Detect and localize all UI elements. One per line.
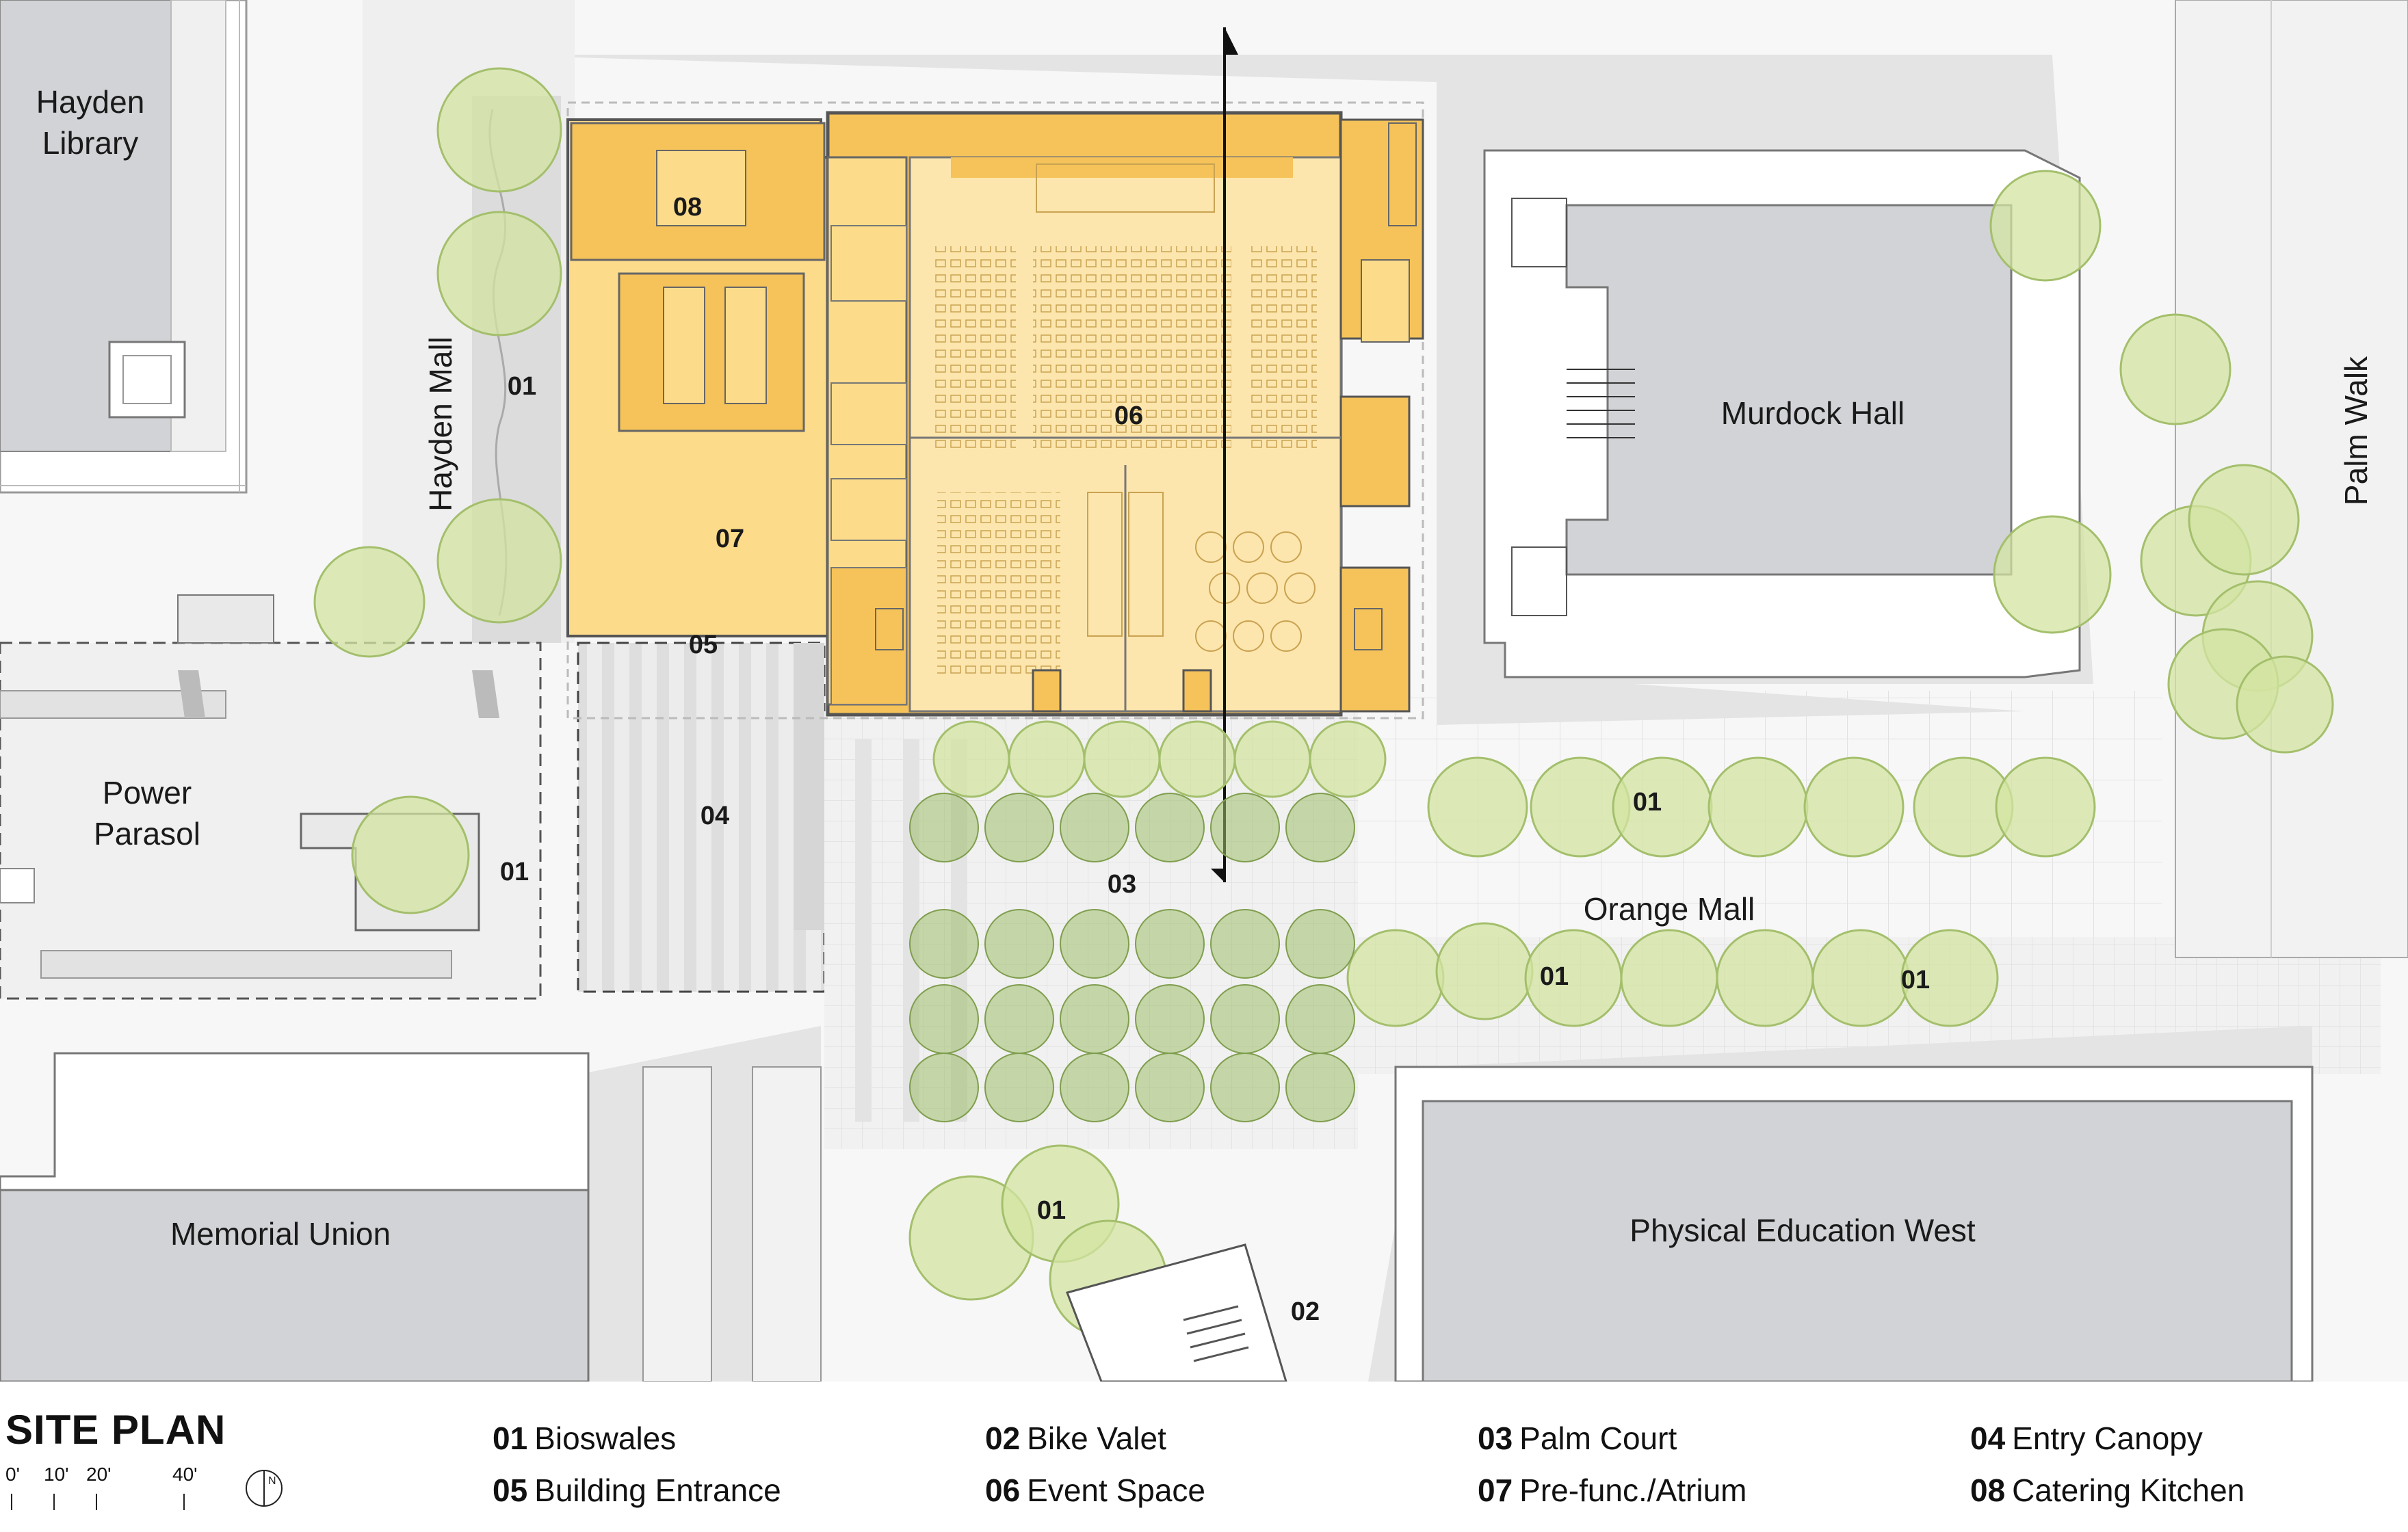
hayden-library-label-2: Library: [42, 125, 139, 161]
pe-west-roof: [1422, 1100, 2293, 1382]
zone-tag-01-orange-mall-south-b: 01: [1901, 966, 1930, 994]
seating-left: [934, 246, 1016, 451]
power-parasol-label-1: Power: [103, 775, 192, 810]
shade-trees: [313, 67, 2334, 1338]
seating-right: [1248, 246, 1317, 451]
zone-tag-01-south: 01: [1037, 1196, 1066, 1225]
pe-west-label: Physical Education West: [1630, 1213, 1976, 1248]
orange-mall-label: Orange Mall: [1584, 891, 1755, 927]
scale-label-0: 0': [5, 1464, 20, 1485]
palm-walk-label: Palm Walk: [2338, 356, 2374, 505]
scale-tick: [53, 1494, 55, 1510]
scale-tick: [11, 1494, 12, 1510]
murdock-hall-roof: [1565, 204, 2013, 576]
site-plan-title: SITE PLAN: [5, 1407, 226, 1453]
new-building: [566, 101, 1424, 719]
scale-tick: [96, 1494, 97, 1510]
north-label: N: [268, 1475, 276, 1487]
murdock-hall-label: Murdock Hall: [1721, 395, 1905, 431]
zone-tag-04: 04: [701, 802, 729, 830]
north-arrow-icon: N: [246, 1470, 283, 1507]
zone-tag-08: 08: [673, 193, 702, 222]
scale-label-10: 10': [44, 1464, 69, 1485]
hayden-library-label-1: Hayden: [36, 84, 145, 120]
zone-tag-01-parasol: 01: [500, 858, 529, 886]
power-parasol-label-2: Parasol: [94, 816, 200, 851]
palm-trees: [909, 793, 1355, 1122]
scale-label-20: 20': [86, 1464, 112, 1485]
site-plan-drawing: Hayden Library Hayden Mall Murdock Hall …: [0, 0, 2408, 1382]
scale-label-40: 40': [172, 1464, 198, 1485]
bike-valet-structure: [1066, 1243, 1287, 1382]
entry-canopy: [577, 642, 826, 993]
scale-tick: [183, 1494, 185, 1510]
zone-tag-03: 03: [1108, 870, 1136, 899]
zone-tag-01-hayden-mall: 01: [508, 372, 536, 401]
zone-tag-07: 07: [716, 525, 744, 553]
site-plan-svg: Hayden Library Hayden Mall Murdock Hall …: [0, 0, 2408, 1382]
zone-tag-05: 05: [689, 631, 718, 659]
zone-tag-02: 02: [1291, 1297, 1320, 1326]
seating-center: [1033, 246, 1231, 451]
zone-tag-06: 06: [1114, 401, 1143, 430]
scale-bar: 0' 10' 20' 40': [5, 1464, 293, 1525]
memorial-union-label: Memorial Union: [170, 1216, 391, 1252]
zone-tag-01-orange-mall-north: 01: [1633, 788, 1662, 817]
memorial-union-roof: [0, 1189, 590, 1382]
hayden-mall-label: Hayden Mall: [423, 336, 458, 512]
classroom-seating: [937, 492, 1060, 677]
zone-tag-01-orange-mall-south-a: 01: [1540, 962, 1569, 991]
